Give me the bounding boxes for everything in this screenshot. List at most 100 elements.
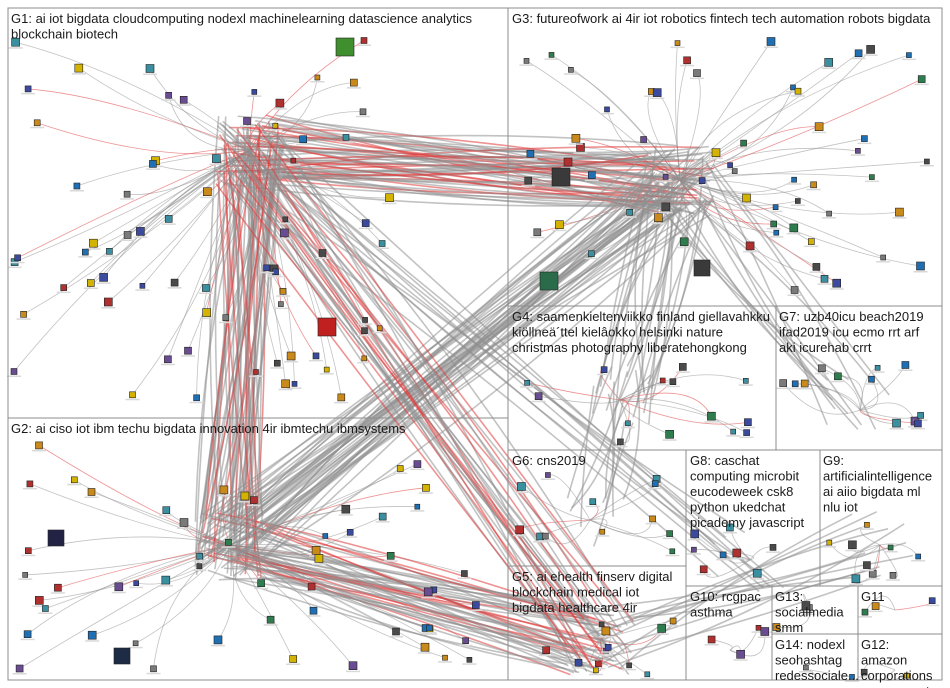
node-avatar	[832, 278, 842, 288]
node-avatar	[341, 504, 351, 514]
group-label-line: christmas photography liberatehongkong	[512, 340, 747, 355]
node-caption	[533, 541, 548, 543]
node-caption	[870, 371, 885, 373]
node-caption	[769, 236, 784, 238]
node-avatar	[779, 379, 788, 387]
hub-node-avatar	[335, 37, 355, 57]
node-caption	[346, 87, 361, 89]
node-avatar	[280, 228, 289, 238]
node-caption	[739, 436, 754, 439]
node-caption	[246, 504, 261, 507]
node-avatar	[752, 568, 762, 578]
node-avatar	[523, 58, 530, 64]
node-caption	[622, 668, 637, 671]
node-caption	[181, 355, 195, 357]
edge	[78, 67, 251, 151]
node-avatar	[203, 187, 212, 196]
node-avatar	[82, 248, 89, 256]
node-avatar	[24, 547, 32, 555]
edge-bundle	[697, 196, 836, 410]
node-caption	[237, 501, 252, 503]
node-avatar	[257, 579, 265, 588]
node-avatar	[222, 314, 230, 322]
edge-bundle	[207, 200, 694, 525]
node-avatar	[699, 565, 708, 574]
node-caption	[830, 380, 845, 383]
node-caption	[733, 659, 748, 661]
node-avatar	[89, 238, 98, 248]
node-caption	[594, 627, 609, 630]
node-avatar	[892, 418, 901, 428]
node-avatar	[791, 380, 799, 388]
node-caption	[287, 387, 302, 389]
group-label-line: G9:	[823, 453, 844, 468]
node-avatar	[123, 190, 131, 198]
node-avatar	[60, 284, 68, 291]
group-label-line: seohashtag	[775, 653, 842, 668]
node-caption	[791, 95, 805, 97]
node-avatar	[534, 392, 543, 401]
edge-layer	[13, 40, 933, 681]
node-avatar	[466, 656, 473, 663]
edge-bundle	[219, 179, 719, 577]
group-boxes	[7, 7, 943, 681]
node-caption	[268, 129, 283, 131]
node-avatar	[669, 548, 676, 555]
hub-node-avatar	[317, 317, 337, 337]
node-caption	[666, 625, 681, 627]
node-caption	[304, 591, 319, 593]
edge	[229, 544, 465, 574]
edge-bundle	[236, 145, 709, 174]
node-avatar	[87, 488, 96, 496]
group-label-g11: G11	[861, 589, 885, 604]
node-caption	[530, 236, 545, 239]
node-avatar	[266, 615, 275, 624]
node-avatar	[420, 642, 430, 652]
node-caption	[18, 578, 33, 580]
node-avatar	[587, 171, 596, 179]
node-avatar	[291, 381, 298, 387]
node-caption	[901, 58, 916, 61]
node-caption	[161, 99, 176, 101]
node-caption	[798, 610, 813, 612]
node-avatar	[74, 63, 84, 73]
node-avatar	[149, 160, 157, 168]
node-caption	[552, 229, 567, 232]
node-avatar	[601, 626, 611, 636]
node-avatar	[361, 219, 370, 227]
node-avatar	[318, 249, 327, 257]
edge-bundle	[246, 150, 668, 551]
node-avatar	[588, 250, 595, 257]
node-caption	[600, 112, 614, 115]
node-caption	[358, 227, 373, 230]
node-avatar	[282, 216, 289, 223]
node-avatar	[626, 662, 632, 669]
group-label-g1: G1: ai iot bigdata cloudcomputing nodexl…	[11, 11, 473, 42]
node-caption	[665, 385, 680, 388]
node-avatar	[604, 643, 612, 651]
node-avatar	[760, 627, 770, 636]
node-caption	[211, 644, 225, 647]
edge	[679, 179, 817, 268]
node-avatar	[901, 361, 910, 369]
group-label-line: computing microbit	[690, 469, 799, 484]
node-avatar	[854, 49, 863, 58]
group-label-line: G7: uzb40icu beach2019	[779, 309, 924, 324]
node-caption	[598, 636, 613, 638]
node-avatar	[71, 476, 78, 484]
edge	[19, 544, 231, 669]
node-avatar	[726, 523, 734, 532]
node-caption	[268, 275, 283, 278]
node-caption	[133, 236, 148, 238]
edge-bundle	[604, 528, 889, 633]
node-avatar	[743, 429, 750, 436]
node-avatar	[769, 544, 777, 551]
edge	[679, 161, 927, 181]
node-avatar	[213, 635, 223, 645]
node-avatar	[812, 263, 821, 271]
node-avatar	[34, 596, 44, 605]
node-caption	[910, 427, 925, 430]
node-caption	[78, 256, 93, 258]
